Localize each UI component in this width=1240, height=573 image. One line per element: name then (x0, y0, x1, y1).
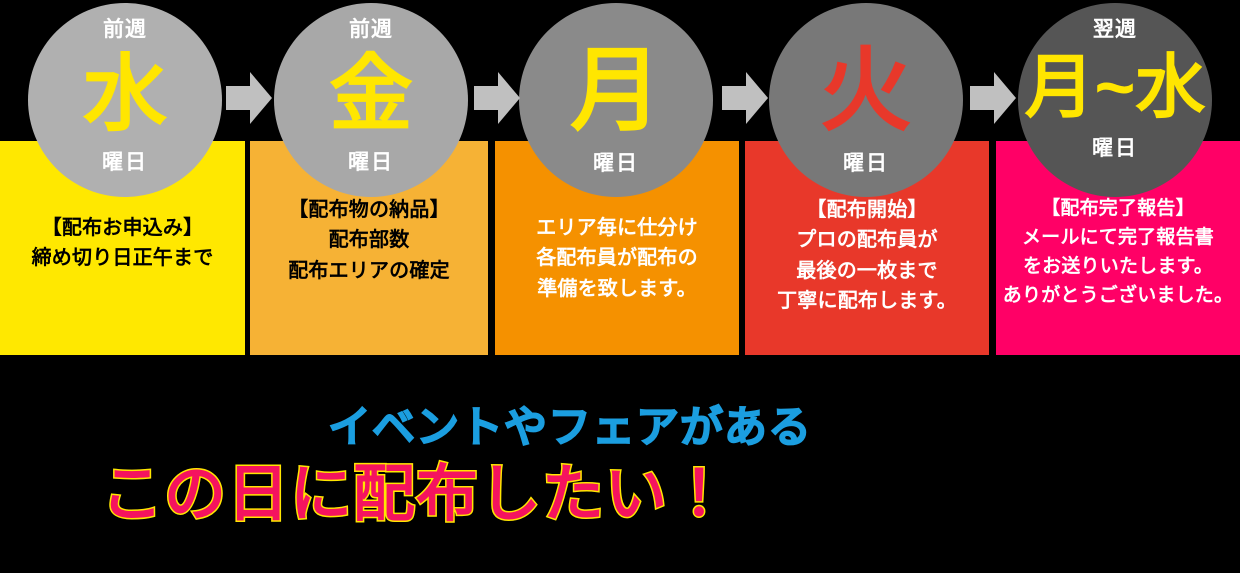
description-line: 【配布物の納品】 (288, 199, 450, 221)
day-circle-day-label: 金 (328, 47, 413, 141)
description-line: ありがとうございました。 (1002, 284, 1234, 306)
day-circle-week-label: 前週 (349, 18, 393, 41)
day-circle-yobi-label: 曜日 (843, 152, 889, 175)
day-circle-yobi-label: 曜日 (348, 151, 394, 174)
flow-step-day-circle: 火曜日 (769, 3, 963, 197)
description-line: 【配布開始】 (806, 199, 928, 221)
flow-step-2: 【配布物の納品】配布部数配布エリアの確定前週金曜日 (250, 0, 488, 360)
flow-step-day-circle: 前週金曜日 (274, 3, 468, 197)
flow-step-day-circle: 月曜日 (519, 3, 713, 197)
description-line: プロの配布員が (796, 229, 938, 252)
flow-step-description: 【配布完了報告】メールにて完了報告書をお送りいたします。ありがとうございました。 (996, 195, 1240, 311)
flow-arrow-right-icon (970, 72, 1016, 124)
process-flow: 【配布お申込み】締め切り日正午まで前週水曜日【配布物の納品】配布部数配布エリアの… (0, 0, 1240, 360)
flow-step-day-circle: 前週水曜日 (28, 3, 222, 197)
day-circle-day-label: 水 (82, 47, 167, 141)
day-circle-week-label: 翌週 (1093, 18, 1137, 41)
description-line: 丁寧に配布します。 (777, 290, 957, 313)
flow-step-5: 【配布完了報告】メールにて完了報告書をお送りいたします。ありがとうございました。… (996, 0, 1240, 360)
headline-line-2: この日に配布したい！ (99, 460, 731, 529)
flow-step-description: 【配布お申込み】締め切り日正午まで (0, 213, 245, 274)
headline-block: イベントやフェアがある この日に配布したい！ (0, 360, 1240, 573)
description-line: 【配布完了報告】 (1041, 198, 1195, 219)
day-circle-day-label: 月~水 (1024, 48, 1206, 126)
flow-step-day-circle: 翌週月~水曜日 (1018, 3, 1212, 197)
description-line: 各配布員が配布の (536, 247, 698, 270)
description-line: 締め切り日正午まで (31, 247, 214, 270)
day-circle-day-label: 火 (819, 40, 912, 142)
flow-arrow-right-icon (474, 72, 520, 124)
day-circle-week-label: 前週 (103, 18, 147, 41)
flow-step-1: 【配布お申込み】締め切り日正午まで前週水曜日 (0, 0, 245, 360)
day-circle-yobi-label: 曜日 (593, 152, 639, 175)
flow-step-3: エリア毎に仕分け各配布員が配布の準備を致します。 月曜日 (495, 0, 739, 360)
description-line: 配布部数 (328, 229, 410, 252)
description-line: をお送りいたします。 (1022, 255, 1214, 277)
description-line: 配布エリアの確定 (288, 259, 450, 282)
description-line: エリア毎に仕分け (536, 217, 698, 239)
flow-step-description: エリア毎に仕分け各配布員が配布の準備を致します。 (495, 213, 739, 304)
flow-step-description: 【配布物の納品】配布部数配布エリアの確定 (250, 195, 488, 286)
flow-step-4: 【配布開始】プロの配布員が最後の一枚まで丁寧に配布します。火曜日 (745, 0, 989, 360)
flow-step-description: 【配布開始】プロの配布員が最後の一枚まで丁寧に配布します。 (745, 195, 989, 317)
description-line: 最後の一枚まで (796, 259, 938, 282)
description-line: 準備を致します。 (537, 277, 697, 300)
flow-arrow-right-icon (722, 72, 768, 124)
flow-step-panel: 【配布物の納品】配布部数配布エリアの確定 (250, 141, 488, 355)
description-line: メールにて完了報告書 (1021, 226, 1214, 248)
day-circle-day-label: 月 (569, 40, 662, 142)
headline-line-1: イベントやフェアがある (327, 404, 812, 452)
flow-arrow-right-icon (226, 72, 272, 124)
day-circle-yobi-label: 曜日 (1092, 137, 1138, 160)
day-circle-yobi-label: 曜日 (102, 151, 148, 174)
description-line: 【配布お申込み】 (41, 217, 204, 239)
